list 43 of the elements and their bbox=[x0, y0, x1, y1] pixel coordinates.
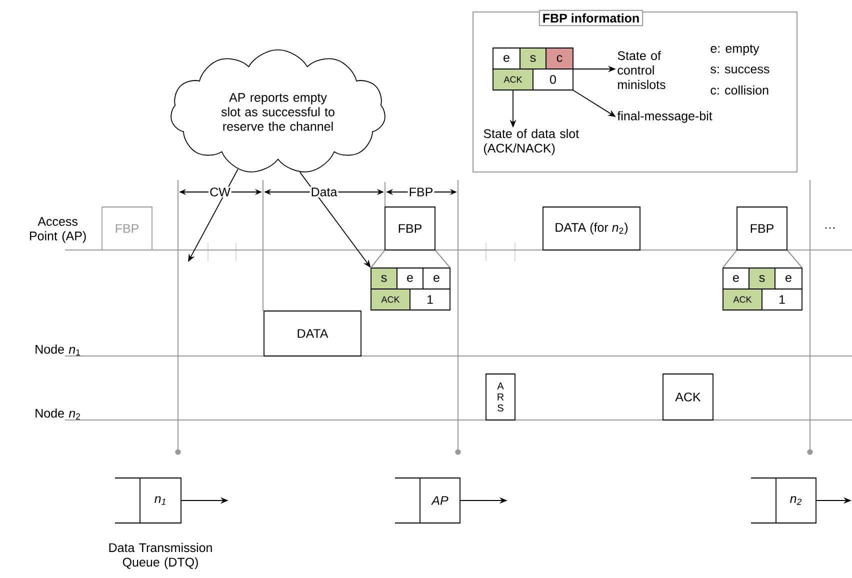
ellipsis: … bbox=[825, 227, 835, 229]
legend-text: e: empty bbox=[710, 44, 760, 56]
zoom-lines bbox=[370, 250, 451, 268]
node-label: e bbox=[407, 275, 413, 282]
faded-box: FBP bbox=[102, 206, 152, 250]
annotation-text: State of data slot (ACK/NACK) bbox=[484, 128, 579, 156]
queue-drawing: n$_{1}$ bbox=[114, 478, 182, 524]
annotation-text: final-message-bit bbox=[617, 111, 712, 123]
frame-box: DATA bbox=[264, 310, 362, 356]
frame-box: DATA (for n$_{2}$) bbox=[542, 206, 640, 250]
node-label: ACK bbox=[381, 296, 400, 303]
zoom-lines bbox=[722, 250, 803, 268]
node-label: e bbox=[504, 55, 510, 62]
frame-box: A R S bbox=[486, 374, 516, 420]
node-label: ACK bbox=[733, 296, 752, 303]
queue-drawing: n$_{2}$ bbox=[750, 478, 816, 524]
frame-box: FBP bbox=[384, 206, 436, 250]
annotation-text: State of control minislots bbox=[618, 50, 666, 90]
node-label: 0 bbox=[550, 75, 556, 84]
state-table: e s e ACK 1 bbox=[722, 268, 802, 310]
row-label: Node n$_{2}$ bbox=[36, 408, 80, 420]
node-label: s bbox=[530, 55, 536, 62]
row-label: Node n$_{1}$ bbox=[36, 344, 80, 356]
node-label: e bbox=[733, 275, 739, 282]
state-table: e s c ACK 0 bbox=[492, 48, 574, 90]
node-label: c bbox=[556, 55, 562, 62]
node-label: s bbox=[381, 275, 387, 282]
panel-heading: FBP information bbox=[538, 10, 644, 26]
node-label: e bbox=[786, 275, 792, 282]
node-label: e bbox=[434, 275, 440, 282]
caption-text: Data Transmission Queue (DTQ) bbox=[109, 542, 212, 570]
legend-text: c: collision bbox=[710, 85, 768, 95]
dimension-label: FBP bbox=[408, 186, 434, 198]
legend-text: s: success bbox=[710, 66, 770, 74]
node-label: s bbox=[759, 275, 765, 282]
state-table: s e e ACK 1 bbox=[370, 268, 450, 310]
thought-cloud: AP reports empty slot as successful to reserve the channel bbox=[170, 49, 386, 172]
frame-box: ACK bbox=[662, 374, 714, 420]
queue-drawing: AP bbox=[394, 478, 460, 524]
dimension-label: Data bbox=[310, 186, 338, 198]
dimension-label: CW bbox=[208, 186, 232, 198]
row-label: Access Point (AP) bbox=[30, 217, 86, 243]
frame-box: FBP bbox=[736, 206, 788, 250]
